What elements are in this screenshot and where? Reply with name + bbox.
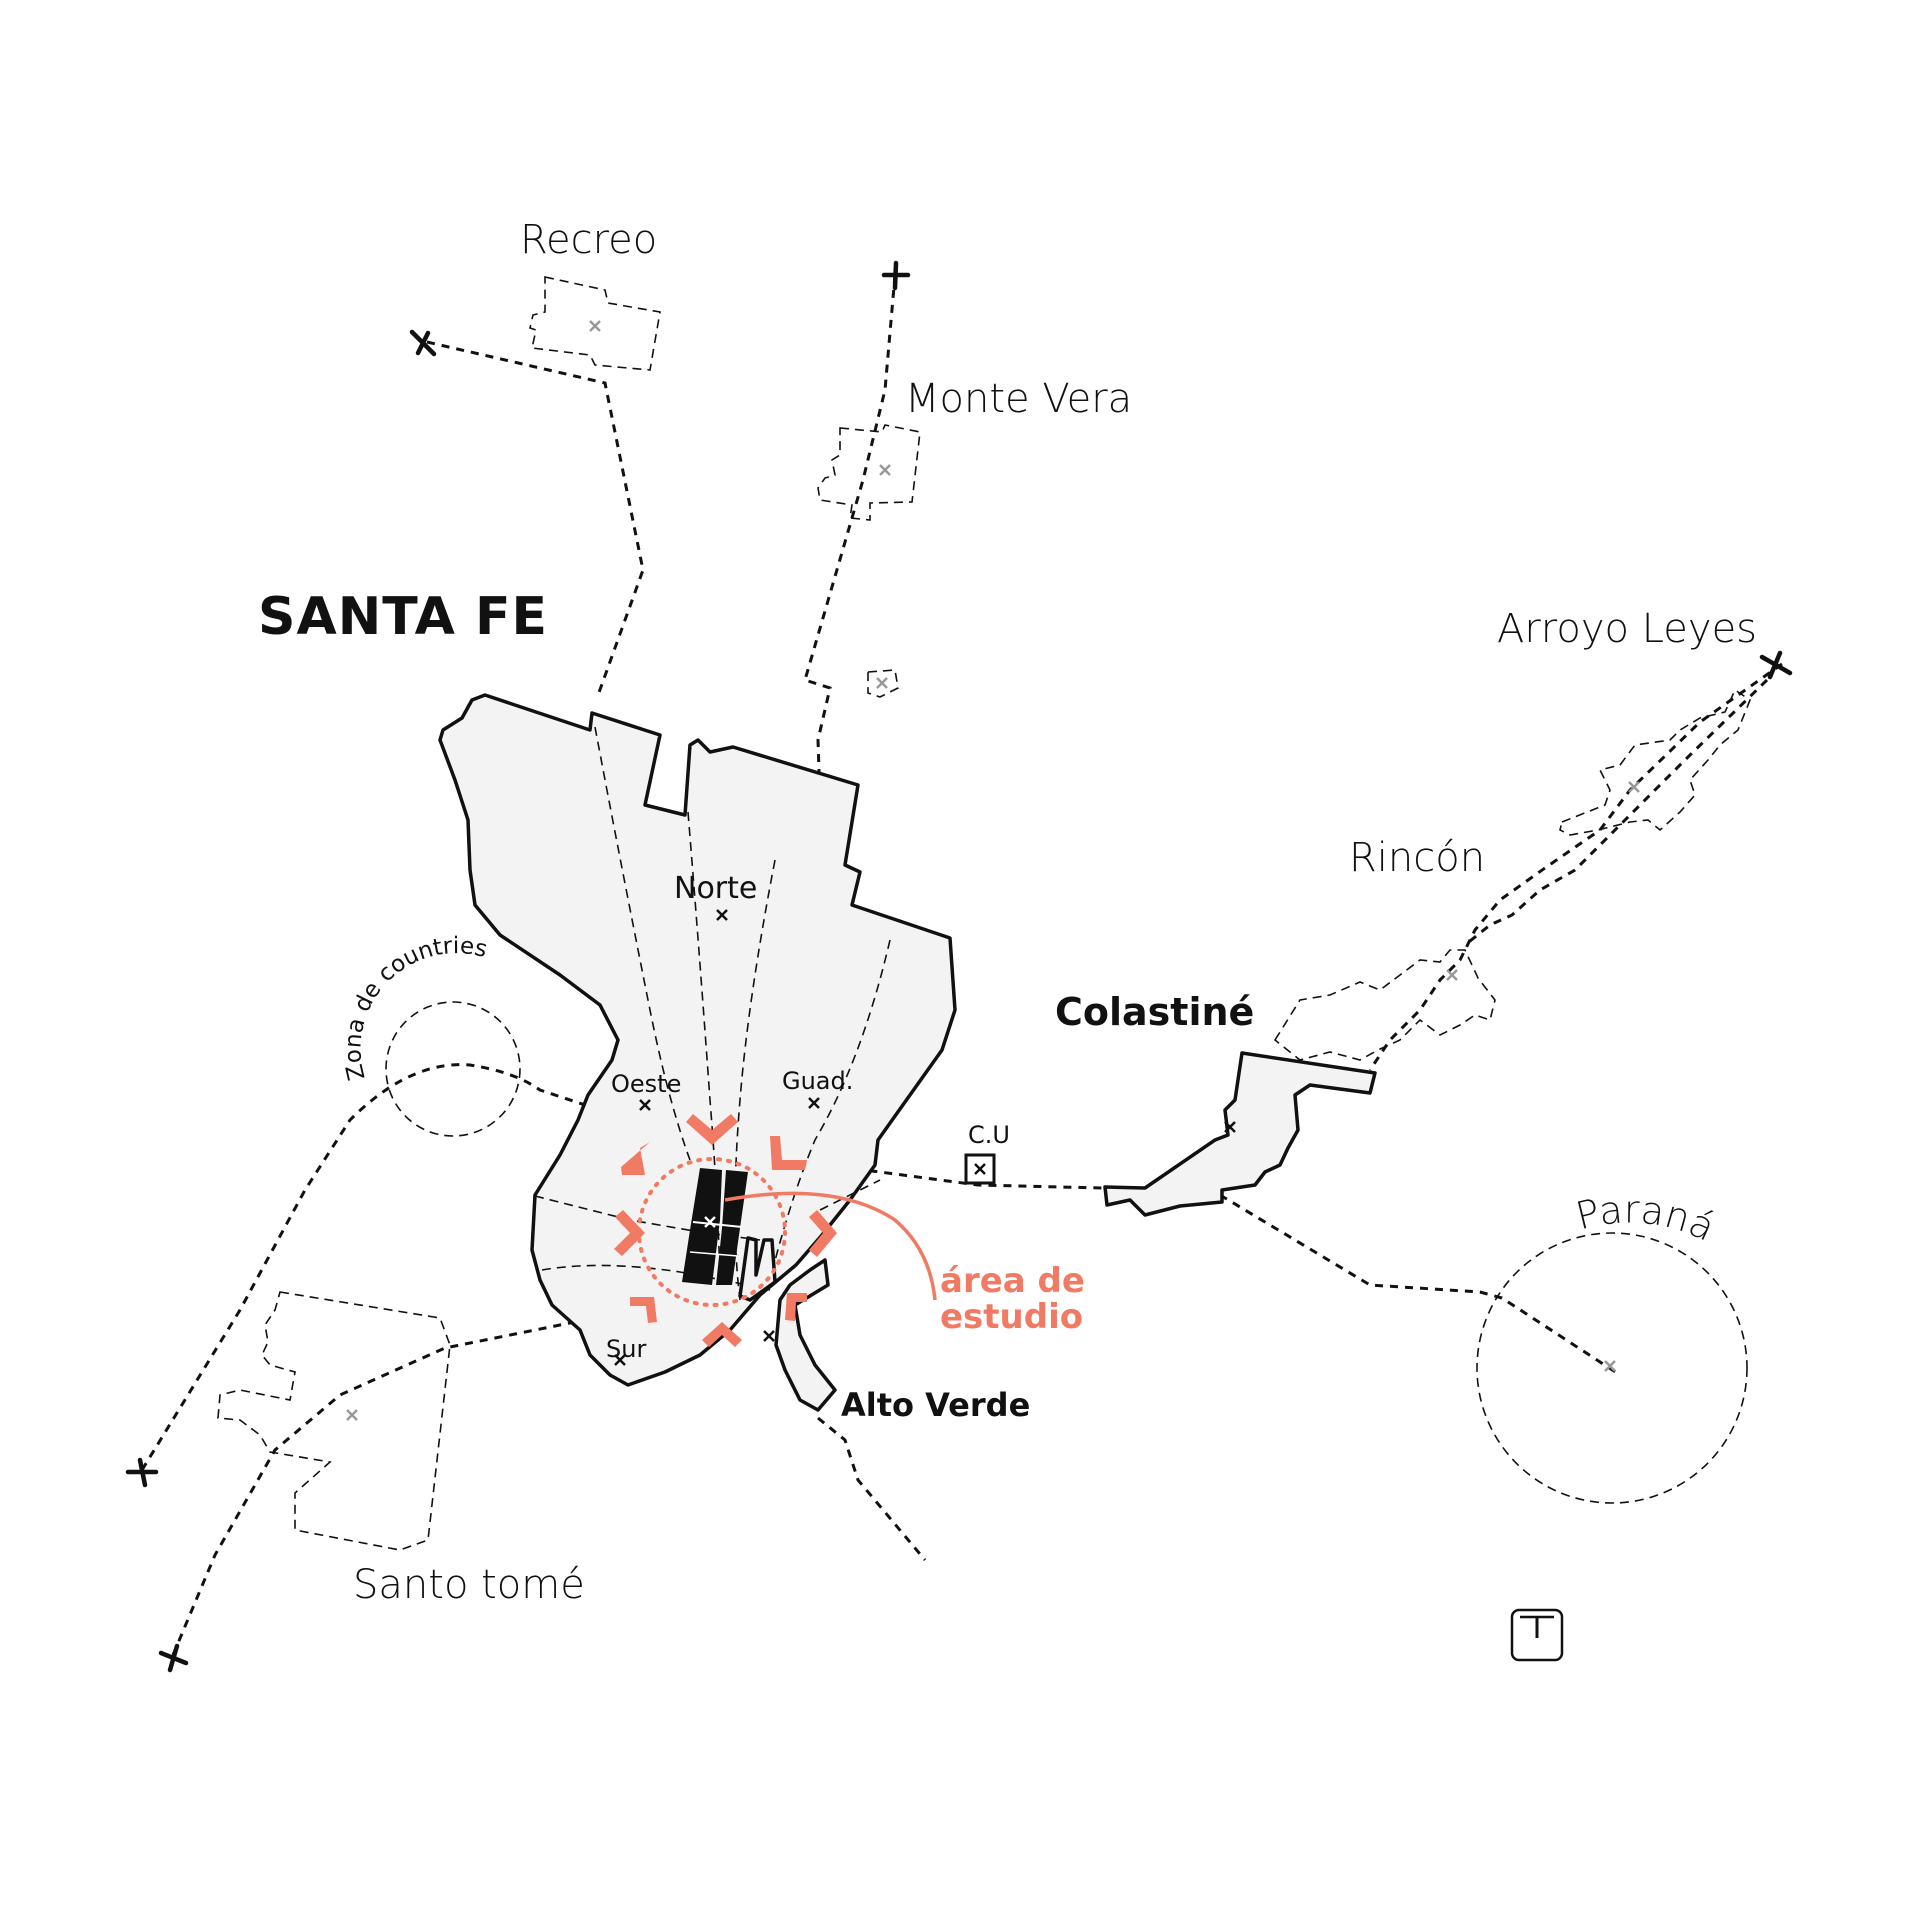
road-west	[140, 1063, 741, 1471]
road-rincon	[1464, 678, 1769, 947]
road-alto-verde	[817, 1416, 927, 1561]
monte-vera-small-center-icon	[876, 677, 888, 689]
parana-circle	[1476, 1232, 1748, 1504]
north-arrow-icon	[1510, 1608, 1564, 1662]
label-alto-verde: Alto Verde	[841, 1386, 1030, 1424]
study-area-center-icon	[704, 1216, 716, 1228]
label-arroyo-leyes: Arroyo Leyes	[1497, 606, 1757, 652]
colastine-area	[1103, 1051, 1377, 1217]
road-southwest	[171, 1313, 611, 1656]
label-parana: Paraná	[1572, 1187, 1722, 1249]
study-area-pointer	[724, 1191, 937, 1301]
study-area	[614, 1114, 937, 1347]
study-area-label-line2: estudio	[940, 1297, 1083, 1337]
road-parana	[1219, 1193, 1621, 1377]
recreo-center-icon	[589, 320, 601, 332]
road-end-southwest-icon	[158, 1643, 189, 1673]
label-zona-countries: Zona de countries	[340, 933, 489, 1083]
road-monte-vera	[803, 274, 897, 801]
colastine-center-icon	[1224, 1121, 1236, 1133]
label-santo-tome: Santo tomé	[353, 1562, 585, 1608]
satellite-outlines	[217, 276, 1751, 1551]
label-colastine: Colastiné	[1055, 990, 1254, 1034]
label-guad: Guad.	[782, 1067, 853, 1095]
recreo-outline	[529, 276, 661, 371]
alto-verde-area	[774, 1258, 837, 1412]
road-end-markers	[125, 260, 1793, 1673]
parana-center-icon	[1604, 1360, 1616, 1372]
port-hook	[738, 1236, 777, 1302]
rincon-center-icon	[1446, 969, 1458, 981]
santo-tome-center-icon	[346, 1409, 358, 1421]
study-area-label-line1: área de	[940, 1261, 1085, 1301]
santo-tome-outline	[217, 1291, 451, 1551]
road-end-recreo-icon	[409, 329, 437, 357]
road-end-arroyo-leyes-icon	[1759, 650, 1793, 680]
label-oeste: Oeste	[611, 1070, 681, 1098]
study-area-blocks	[682, 1168, 722, 1285]
label-norte: Norte	[674, 871, 757, 906]
monte-vera-outline	[817, 424, 921, 521]
norte-center-icon	[716, 909, 728, 921]
santa-fe-city-area	[438, 693, 957, 1387]
page-title: SANTA FE	[258, 587, 548, 647]
rincon-outline	[1273, 949, 1496, 1061]
monte-vera-small-outline	[867, 669, 899, 698]
arroyo-leyes-center-icon	[1628, 781, 1640, 793]
road-recreo	[426, 340, 645, 699]
arroyo-leyes-outline	[1559, 688, 1751, 836]
road-network	[140, 274, 1783, 1656]
label-cu: C.U	[968, 1121, 1010, 1149]
label-monte-vera: Monte Vera	[905, 376, 1132, 422]
road-end-monte-vera-icon	[881, 260, 911, 291]
center-markers	[346, 320, 1640, 1421]
oeste-center-icon	[639, 1099, 651, 1111]
label-sur: Sur	[606, 1335, 646, 1363]
label-rincon: Rincón	[1349, 835, 1485, 881]
study-area-chevrons	[614, 1114, 837, 1347]
alto-verde-center-icon	[763, 1330, 775, 1342]
sur-center-icon	[614, 1354, 626, 1366]
road-end-west-icon	[125, 1457, 159, 1488]
cu-center-icon	[974, 1163, 986, 1175]
guad-center-icon	[808, 1097, 820, 1109]
label-recreo: Recreo	[520, 217, 657, 263]
monte-vera-center-icon	[879, 464, 891, 476]
zona-countries-circle	[385, 1001, 521, 1137]
cu-square	[964, 1153, 996, 1185]
road-arroyo-leyes	[1368, 662, 1783, 1071]
